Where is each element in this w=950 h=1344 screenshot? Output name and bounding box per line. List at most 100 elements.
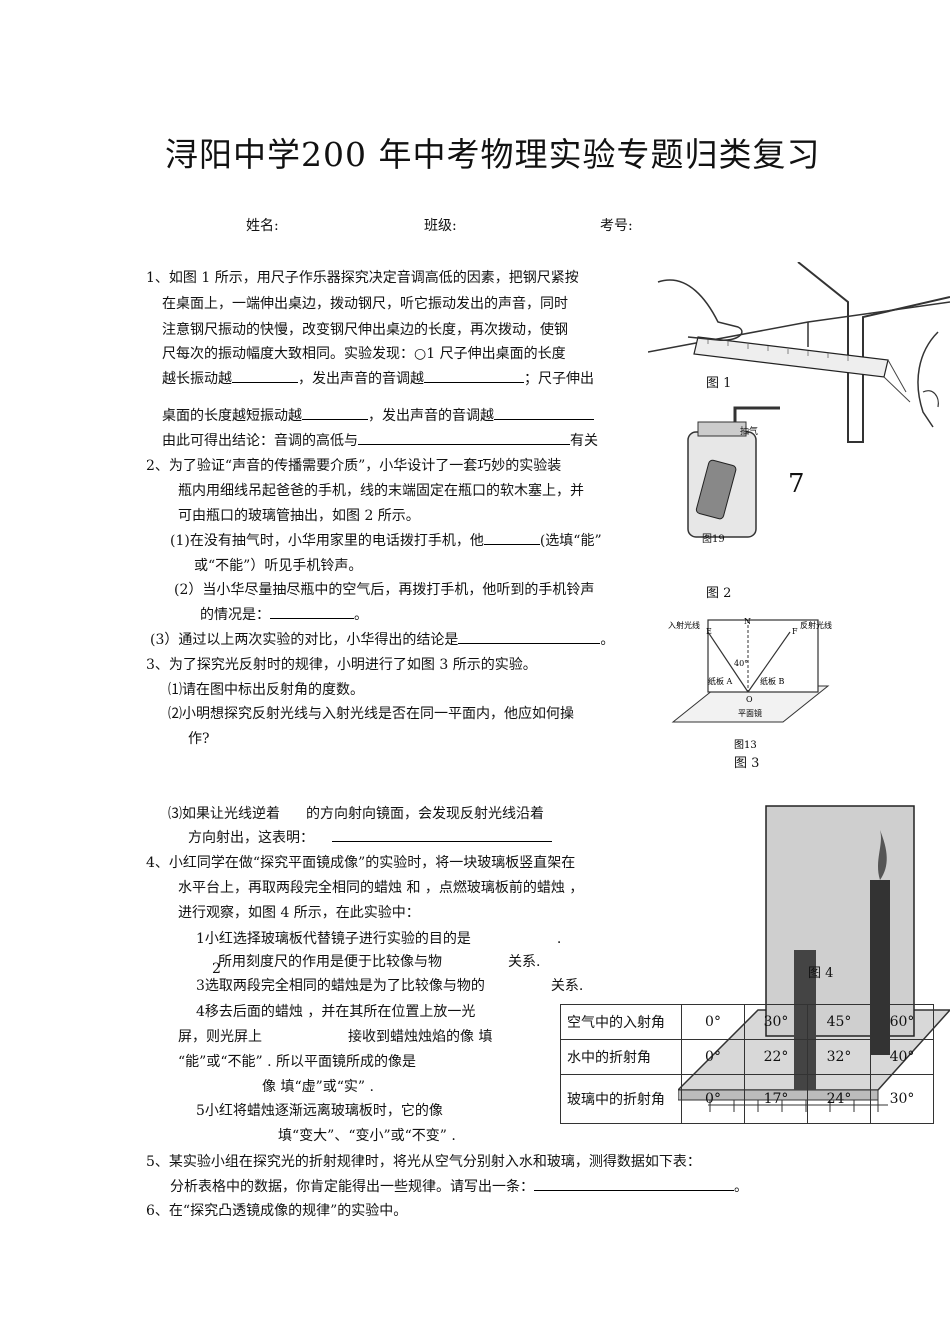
table-cell: 30° (744, 1004, 808, 1040)
q3-sub-2: ⑵小明想探究反射光线与入射光线是否在同一平面内，他应如何操 (168, 706, 574, 722)
table-cell: 玻璃中的折射角 (560, 1074, 682, 1124)
q2-text: (3）通过以上两次实验的对比，小华得出的结论是 (150, 632, 459, 648)
q3-line-1: 3、为了探究光反射时的规律，小明进行了如图 3 所示的实验。 (146, 657, 537, 673)
q4-text: 1小红选择玻璃板代替镜子进行实验的目的是 (196, 931, 471, 947)
q1-text: 越长振动越 (162, 371, 232, 387)
q2-text: 。 (600, 632, 615, 648)
q1-line-1: 1、如图 1 所示，用尺子作乐器探究决定音调高低的因素，把钢尺紧按 (146, 270, 579, 286)
q3-sub-2-cont: 作? (188, 731, 210, 747)
q1-text: 有关 (570, 433, 598, 449)
q4-item-5-cont: 填“变大”、“变小”或“不变” . (278, 1128, 456, 1144)
figure-1-ruler-experiment (648, 262, 950, 443)
figure-3-caption: 图 3 (734, 756, 760, 771)
q3-text: 方向射出，这表明： (188, 830, 314, 846)
q2-blank-2[interactable] (270, 604, 354, 619)
board-b-label: 纸板 B (760, 676, 785, 686)
q4-item-4-cont-3: 像 填“虚”或“实” . (262, 1079, 374, 1095)
q2-part-2-cont: 的情况是：。 (200, 603, 368, 627)
q4-item-2-num: 2 (212, 961, 221, 977)
q4-item-5: 5小红将蜡烛逐渐远离玻璃板时，它的像 (196, 1103, 443, 1119)
q2-blank-1[interactable] (483, 530, 540, 545)
table-cell: 0° (681, 1004, 745, 1040)
table-cell: 40° (870, 1039, 934, 1075)
q4-line-1: 4、小红同学在做“探究平面镜成像”的实验时，将一块玻璃板竖直架在 (146, 855, 576, 871)
q2-part-1-cont: 或“不能”）听见手机铃声。 (194, 558, 363, 574)
point-e: E (706, 627, 712, 636)
q2-part-3: (3）通过以上两次实验的对比，小华得出的结论是 。 (150, 628, 614, 652)
table-cell: 32° (807, 1039, 871, 1075)
figure-3-reflection: 入射光线 反射光线 E N F 40° 纸板 A 纸板 B O 平面镜 图13 (668, 617, 832, 751)
q4-item-2: 所用刻度尺的作用是便于比较像与物关系. (218, 950, 540, 974)
q4-text: 关系. (508, 954, 541, 970)
table-cell: 30° (870, 1074, 934, 1124)
pump-label: 抽气 (740, 425, 758, 437)
q2-line-1: 2、为了验证“声音的传播需要介质”，小华设计了一套巧妙的实验装 (146, 458, 562, 474)
class-label: 班级: (424, 218, 457, 234)
table-cell: 0° (681, 1039, 745, 1075)
q1-text: 桌面的长度越短振动越 (162, 408, 302, 424)
q4-text: 关系. (550, 978, 584, 994)
q4-text: . (556, 931, 562, 947)
table-cell: 17° (744, 1074, 808, 1124)
q1-blank-1[interactable] (232, 368, 298, 383)
q4-item-4-cont: 屏，则光屏上 接收到蜡烛烛焰的像 填 (178, 1025, 492, 1049)
q5-blank-1[interactable] (534, 1176, 734, 1191)
q1-text: ，发出声音的音调越 (368, 408, 494, 424)
q3-text: 的方向射向镜面，会发现反射光线沿着 (306, 806, 544, 822)
q2-part-1: (1)在没有抽气时，小华用家里的电话拨打手机，他(选填“能” (170, 529, 602, 553)
table-cell: 45° (807, 1004, 871, 1040)
table-row: 空气中的入射角 0° 30° 45° 60° (560, 1004, 934, 1040)
point-n: N (744, 617, 751, 626)
q3-blank-1[interactable] (332, 827, 552, 842)
q1-blank-2[interactable] (424, 368, 524, 383)
point-f: F (792, 627, 798, 636)
board-a-label: 纸板 A (708, 676, 733, 686)
figure-3-inner-caption: 图13 (734, 739, 757, 751)
q2-line-3: 可由瓶口的玻璃管抽出，如图 2 所示。 (178, 508, 420, 524)
q1-line-2: 在桌面上，一端伸出桌边，拨动钢尺，听它振动发出的声音，同时 (162, 296, 568, 312)
q3-sub-3: ⑶如果让光线逆着 的方向射向镜面，会发现反射光线沿着 (168, 802, 544, 826)
q4-item-3: 3选取两段完全相同的蜡烛是为了比较像与物的 关系. (196, 974, 583, 998)
q2-text: (1)在没有抽气时，小华用家里的电话拨打手机，他 (170, 533, 484, 549)
q1-line-4: 尺每次的振动幅度大致相同。实验发现：○1 尺子伸出桌面的长度 (162, 346, 566, 362)
q5-text: 。 (734, 1179, 748, 1195)
q4-item-4: 4移去后面的蜡烛 ，并在其所在位置上放一光 (196, 1004, 476, 1020)
q1-line-3: 注意钢尺振动的快慢，改变钢尺伸出桌边的长度，再次拨动，使钢 (162, 322, 568, 338)
q2-part-2: (2）当小华尽量抽尽瓶中的空气后，再拨打手机，他听到的手机铃声 (174, 582, 595, 598)
q2-text: 的情况是： (200, 607, 270, 623)
q5-line-2: 分析表格中的数据，你肯定能得出一些规律。请写出一条： 。 (170, 1175, 748, 1199)
q1-line-7: 由此可得出结论：音调的高低与有关 (162, 429, 598, 453)
name-label: 姓名: (246, 218, 279, 234)
reflected-ray-label: 反射光线 (800, 620, 832, 630)
figure-4-caption: 图 4 (808, 966, 834, 981)
q5-line-1: 5、某实验小组在探究光的折射规律时，将光从空气分别射入水和玻璃，测得数据如下表： (146, 1154, 701, 1170)
table-cell: 空气中的入射角 (560, 1004, 682, 1040)
mirror-label: 平面镜 (738, 708, 762, 718)
q3-text: ⑶如果让光线逆着 (168, 806, 280, 822)
q2-blank-3[interactable] (458, 629, 601, 644)
incident-ray-label: 入射光线 (668, 620, 700, 630)
q4-text: 屏，则光屏上 (178, 1029, 262, 1045)
q4-text: 接收到蜡烛烛焰的像 填 (348, 1029, 493, 1045)
q1-blank-5[interactable] (358, 430, 570, 445)
q1-line-5: 越长振动越，发出声音的音调越；尺子伸出 (162, 367, 594, 391)
angle-label: 40° (734, 659, 748, 668)
figure-2-caption: 图 2 (706, 586, 732, 601)
table-cell: 水中的折射角 (560, 1039, 682, 1075)
table-row: 水中的折射角 0° 22° 32° 40° (560, 1039, 934, 1075)
figure-2-inner-caption: 图19 (702, 533, 725, 545)
q4-line-2: 水平台上，再取两段完全相同的蜡烛 和 ，点燃玻璃板前的蜡烛 ， (178, 880, 584, 896)
q1-blank-3[interactable] (302, 405, 368, 420)
figure-2-bottle: 抽气 7 图19 (687, 406, 805, 545)
table-cell: 24° (807, 1074, 871, 1124)
q3-sub-3-cont: 方向射出，这表明： (188, 826, 552, 850)
table-cell: 60° (870, 1004, 934, 1040)
q1-blank-4[interactable] (494, 405, 594, 420)
number-label: 考号: (600, 218, 633, 234)
q2-line-2: 瓶内用细线吊起爸爸的手机，线的末端固定在瓶口的软木塞上，并 (178, 483, 584, 499)
q5-text: 分析表格中的数据，你肯定能得出一些规律。请写出一条： (170, 1179, 534, 1195)
q4-text: 3选取两段完全相同的蜡烛是为了比较像与物的 (196, 978, 485, 994)
table-cell: 22° (744, 1039, 808, 1075)
q4-item-4-cont-2: “能”或“不能” . 所以平面镜所成的像是 (178, 1054, 416, 1070)
page-title: 浔阳中学200 年中考物理实验专题归类复习 (165, 135, 821, 174)
